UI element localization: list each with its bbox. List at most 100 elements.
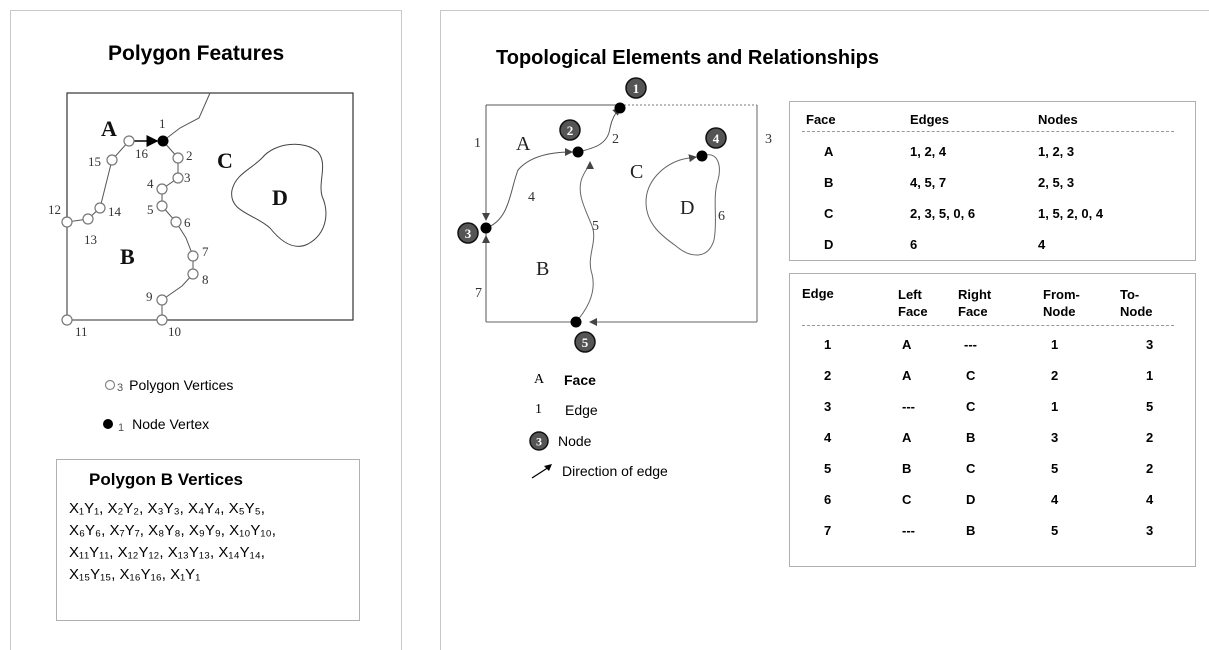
polygon-features-title: Polygon Features <box>108 42 285 65</box>
right-face-cell: C <box>966 461 976 476</box>
legend-face: A Face <box>534 372 596 388</box>
vertex-11 <box>61 314 73 326</box>
right-face-cell: B <box>966 430 976 445</box>
legend-node: 3 Node <box>528 430 591 452</box>
polygon-features-diagram: 1 2 3 4 5 6 7 8 9 10 11 12 13 14 15 16 A… <box>48 92 354 339</box>
vertex-13 <box>82 213 94 225</box>
left-face-cell: A <box>902 430 912 445</box>
node-number: 4 <box>713 131 720 146</box>
left-face-cell: --- <box>902 523 915 538</box>
header-divider <box>802 131 1174 132</box>
vertex-label: 3 <box>184 170 191 185</box>
polygon-features-panel <box>10 10 402 650</box>
legend-edge-label: Edge <box>565 402 598 418</box>
right-face-cell: B <box>966 523 976 538</box>
vertex-label: 13 <box>84 232 97 247</box>
edge-4-line <box>485 148 573 229</box>
node-badge: 5 <box>574 331 596 353</box>
to-node-cell: 1 <box>1146 368 1154 383</box>
node-number: 5 <box>582 335 589 350</box>
node-number: 2 <box>567 123 574 138</box>
vertex-label: 10 <box>168 324 181 339</box>
edge-6-line <box>645 154 720 256</box>
nodes-cell: 4 <box>1038 237 1046 252</box>
vertices-list: X₁Y₁, X₂Y₂, X₃Y₃, X₄Y₄, X₅Y₅, X₆Y₆, X₇Y₇… <box>69 498 276 586</box>
vertex-4 <box>156 183 168 195</box>
face-table: Face Edges Nodes A 1, 2, 4 1, 2, 3 B 4, … <box>789 101 1196 261</box>
to-node-cell: 5 <box>1146 399 1154 414</box>
right-face-cell: --- <box>964 337 977 352</box>
node-point <box>572 146 584 158</box>
polygon-d-boundary <box>231 143 327 247</box>
edge-cell: 3 <box>824 399 832 414</box>
edge-label: 7 <box>475 286 482 301</box>
legend-node-vertex: 1 Node Vertex <box>102 414 209 434</box>
face-label-a: A <box>516 133 531 155</box>
right-face-cell: D <box>966 492 976 507</box>
node-number: 3 <box>465 226 472 241</box>
right-face-cell: C <box>966 368 976 383</box>
nodes-cell: 2, 5, 3 <box>1038 175 1075 190</box>
edge-cell: 7 <box>824 523 832 538</box>
edge-5-line <box>575 161 595 323</box>
node-badge: 1 <box>625 77 647 99</box>
filled-circle-icon <box>103 419 113 429</box>
right-face-cell: C <box>966 399 976 414</box>
to-node-cell: 3 <box>1146 337 1154 352</box>
to-node-cell: 4 <box>1146 492 1154 507</box>
edge-table-header-to-node: To- Node <box>1120 287 1153 319</box>
node-vertex-1 <box>157 135 169 147</box>
legend-sub: 3 <box>117 382 124 394</box>
vertex-label: 11 <box>75 324 88 339</box>
header-divider <box>802 325 1174 326</box>
legend-polygon-vertices: 3 Polygon Vertices <box>104 376 233 394</box>
to-node-cell: 2 <box>1146 430 1154 445</box>
from-node-cell: 4 <box>1051 492 1059 507</box>
hollow-circle-icon <box>104 379 116 391</box>
face-label-d: D <box>680 197 694 219</box>
edge-table-header-right-face: Right Face <box>958 287 992 319</box>
legend-face-label: Face <box>564 372 596 388</box>
from-node-cell: 5 <box>1051 461 1059 476</box>
to-node-cell: 3 <box>1146 523 1154 538</box>
face-label-a: A <box>101 116 117 141</box>
vertex-8 <box>187 268 199 280</box>
left-face-cell: C <box>902 492 912 507</box>
edges-cell: 4, 5, 7 <box>910 175 947 190</box>
vertex-label: 5 <box>147 202 154 217</box>
vertex-10 <box>156 314 168 326</box>
legend-face-symbol: A <box>534 372 545 387</box>
legend-sub: 1 <box>118 422 125 434</box>
edge-label: 1 <box>474 136 481 151</box>
vertex-14 <box>94 202 106 214</box>
face-cell: A <box>824 144 834 159</box>
vertex-15 <box>106 154 118 166</box>
vertices-line: X₁₁Y₁₁, X₁₂Y₁₂, X₁₃Y₁₃, X₁₄Y₁₄, <box>69 544 265 561</box>
edge-cell: 2 <box>824 368 832 383</box>
vertices-line: X₆Y₆, X₇Y₇, X₈Y₈, X₉Y₉, X₁₀Y₁₀, <box>69 522 276 539</box>
face-table-header-face: Face <box>806 112 836 127</box>
legend-direction: Direction of edge <box>530 462 668 480</box>
node-point <box>696 150 708 162</box>
vertex-label: 8 <box>202 272 209 287</box>
face-label-d: D <box>272 185 288 210</box>
edges-cell: 2, 3, 5, 0, 6 <box>910 206 976 221</box>
polygon-b-boundary <box>66 140 194 321</box>
from-node-cell: 3 <box>1051 430 1059 445</box>
face-label-b: B <box>536 258 549 280</box>
polygon-vertices <box>61 135 199 326</box>
legend-direction-label: Direction of edge <box>562 463 668 479</box>
edge-label: 2 <box>612 132 619 147</box>
from-node-cell: 5 <box>1051 523 1059 538</box>
topology-title: Topological Elements and Relationships <box>496 47 880 69</box>
vertices-box-title: Polygon B Vertices <box>89 470 243 489</box>
vertex-label: 9 <box>146 289 153 304</box>
face-cell: B <box>824 175 834 190</box>
vertex-label: 12 <box>48 202 61 217</box>
vertex-label: 16 <box>135 146 149 161</box>
vertex-label: 14 <box>108 204 122 219</box>
vertex-label: 6 <box>184 215 191 230</box>
edge-table-header-from-node: From- Node <box>1043 287 1080 319</box>
edge-cell: 5 <box>824 461 832 476</box>
node-badge: 2 <box>559 119 581 141</box>
